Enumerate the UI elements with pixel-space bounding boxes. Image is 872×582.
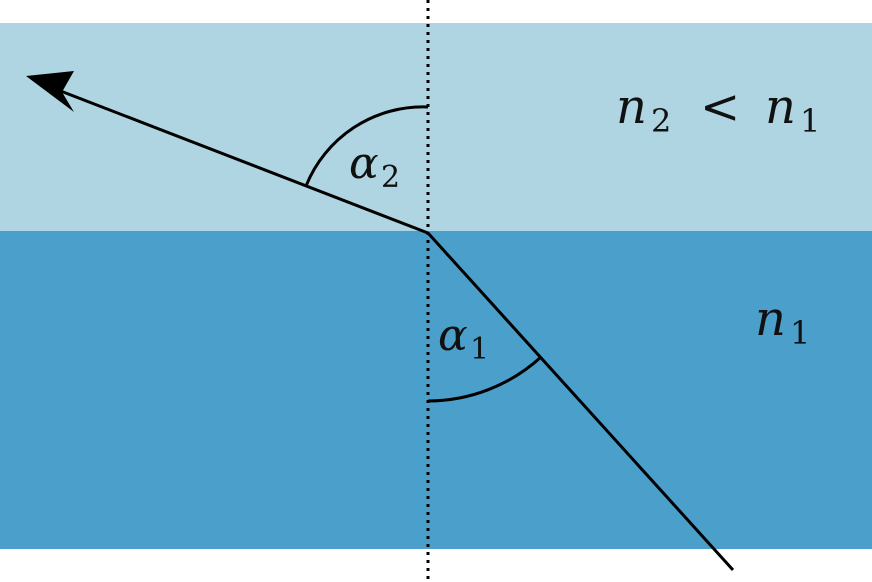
upper-n-subscript: 2 [651, 102, 671, 140]
lower-n-symbol: n [755, 291, 786, 347]
upper-n-symbol: n [616, 79, 647, 135]
angle-incident-symbol: α [438, 310, 468, 361]
incident-ray [426, 231, 735, 572]
upper-n2-symbol: n [765, 79, 796, 135]
refracted-ray [57, 88, 429, 235]
angle-arc-refracted [304, 105, 429, 187]
angle-refracted-subscript: 2 [381, 160, 400, 195]
angle-refracted-symbol: α [349, 138, 379, 189]
upper-n2-subscript: 1 [800, 102, 820, 140]
angle-incident-subscript: 1 [470, 332, 489, 367]
lower-medium [0, 231, 872, 549]
angle-label-refracted: α 2 [349, 138, 400, 195]
upper-medium [0, 23, 872, 231]
angle-arc-incident [427, 355, 543, 403]
relation-symbol: < [700, 79, 740, 135]
upper-medium-label: n 2 < n 1 [616, 79, 820, 140]
arrowhead-icon [26, 71, 74, 112]
lower-medium-label: n 1 [755, 291, 810, 352]
lower-n-subscript: 1 [790, 314, 810, 352]
angle-label-incident: α 1 [438, 310, 489, 367]
